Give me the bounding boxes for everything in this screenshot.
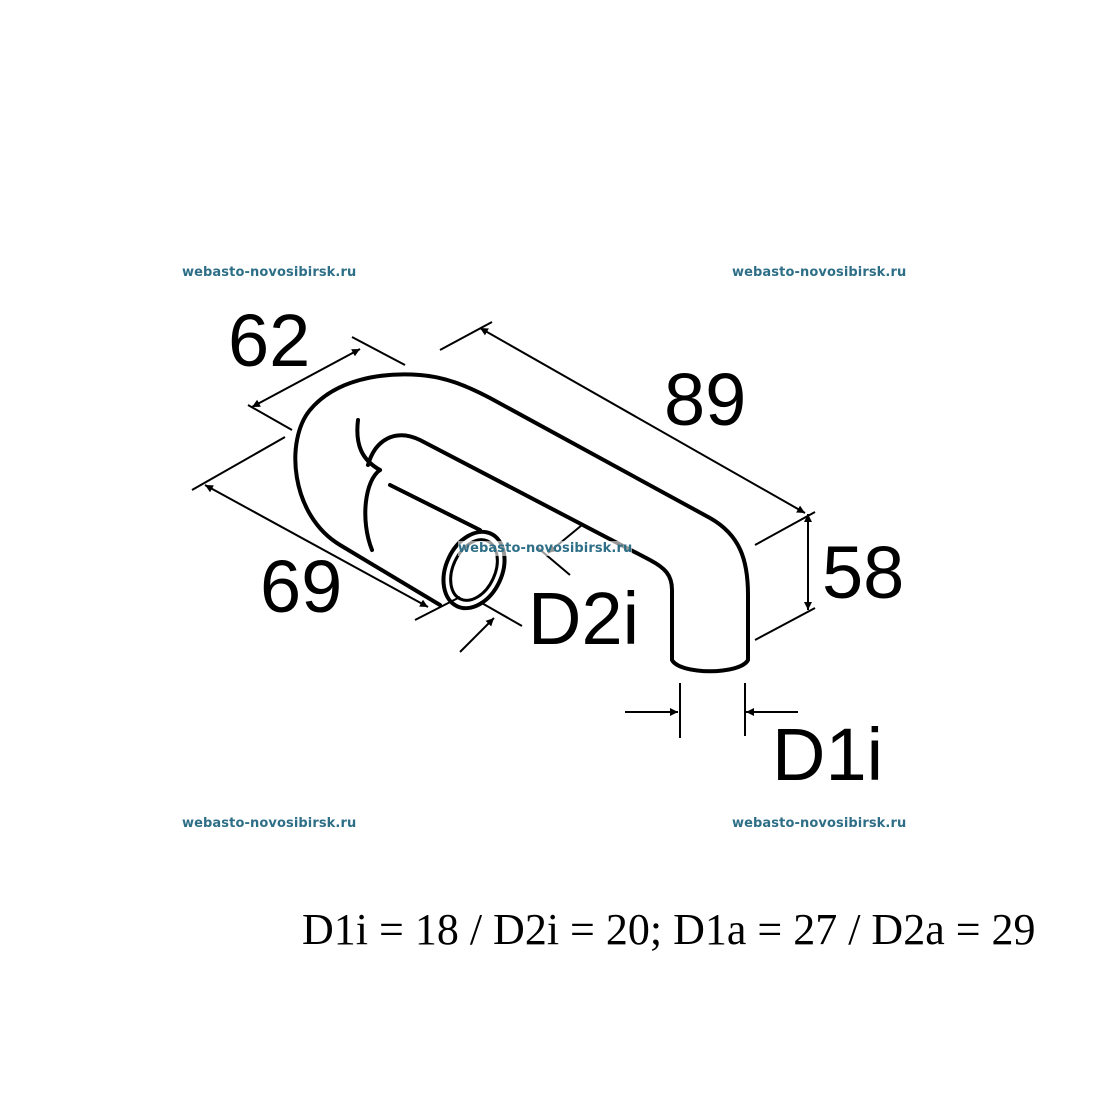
watermark-bottom-left: webasto-novosibirsk.ru [182,816,357,831]
watermark-top-right: webasto-novosibirsk.ru [732,265,907,280]
dimension-lines [191,321,816,738]
watermark-center: webasto-novosibirsk.ru [458,541,633,556]
dim-89-label: 89 [664,358,746,441]
dim-69-label: 69 [260,545,342,628]
diameter-caption: D1i = 18 / D2i = 20; D1a = 27 / D2a = 29 [302,905,1036,954]
dim-62-label: 62 [228,299,310,382]
dim-d2i-label: D2i [528,577,639,660]
watermark-top-left: webasto-novosibirsk.ru [182,265,357,280]
dim-d1i-label: D1i [772,713,883,796]
dim-58-label: 58 [822,531,904,614]
watermark-bottom-right: webasto-novosibirsk.ru [732,816,907,831]
